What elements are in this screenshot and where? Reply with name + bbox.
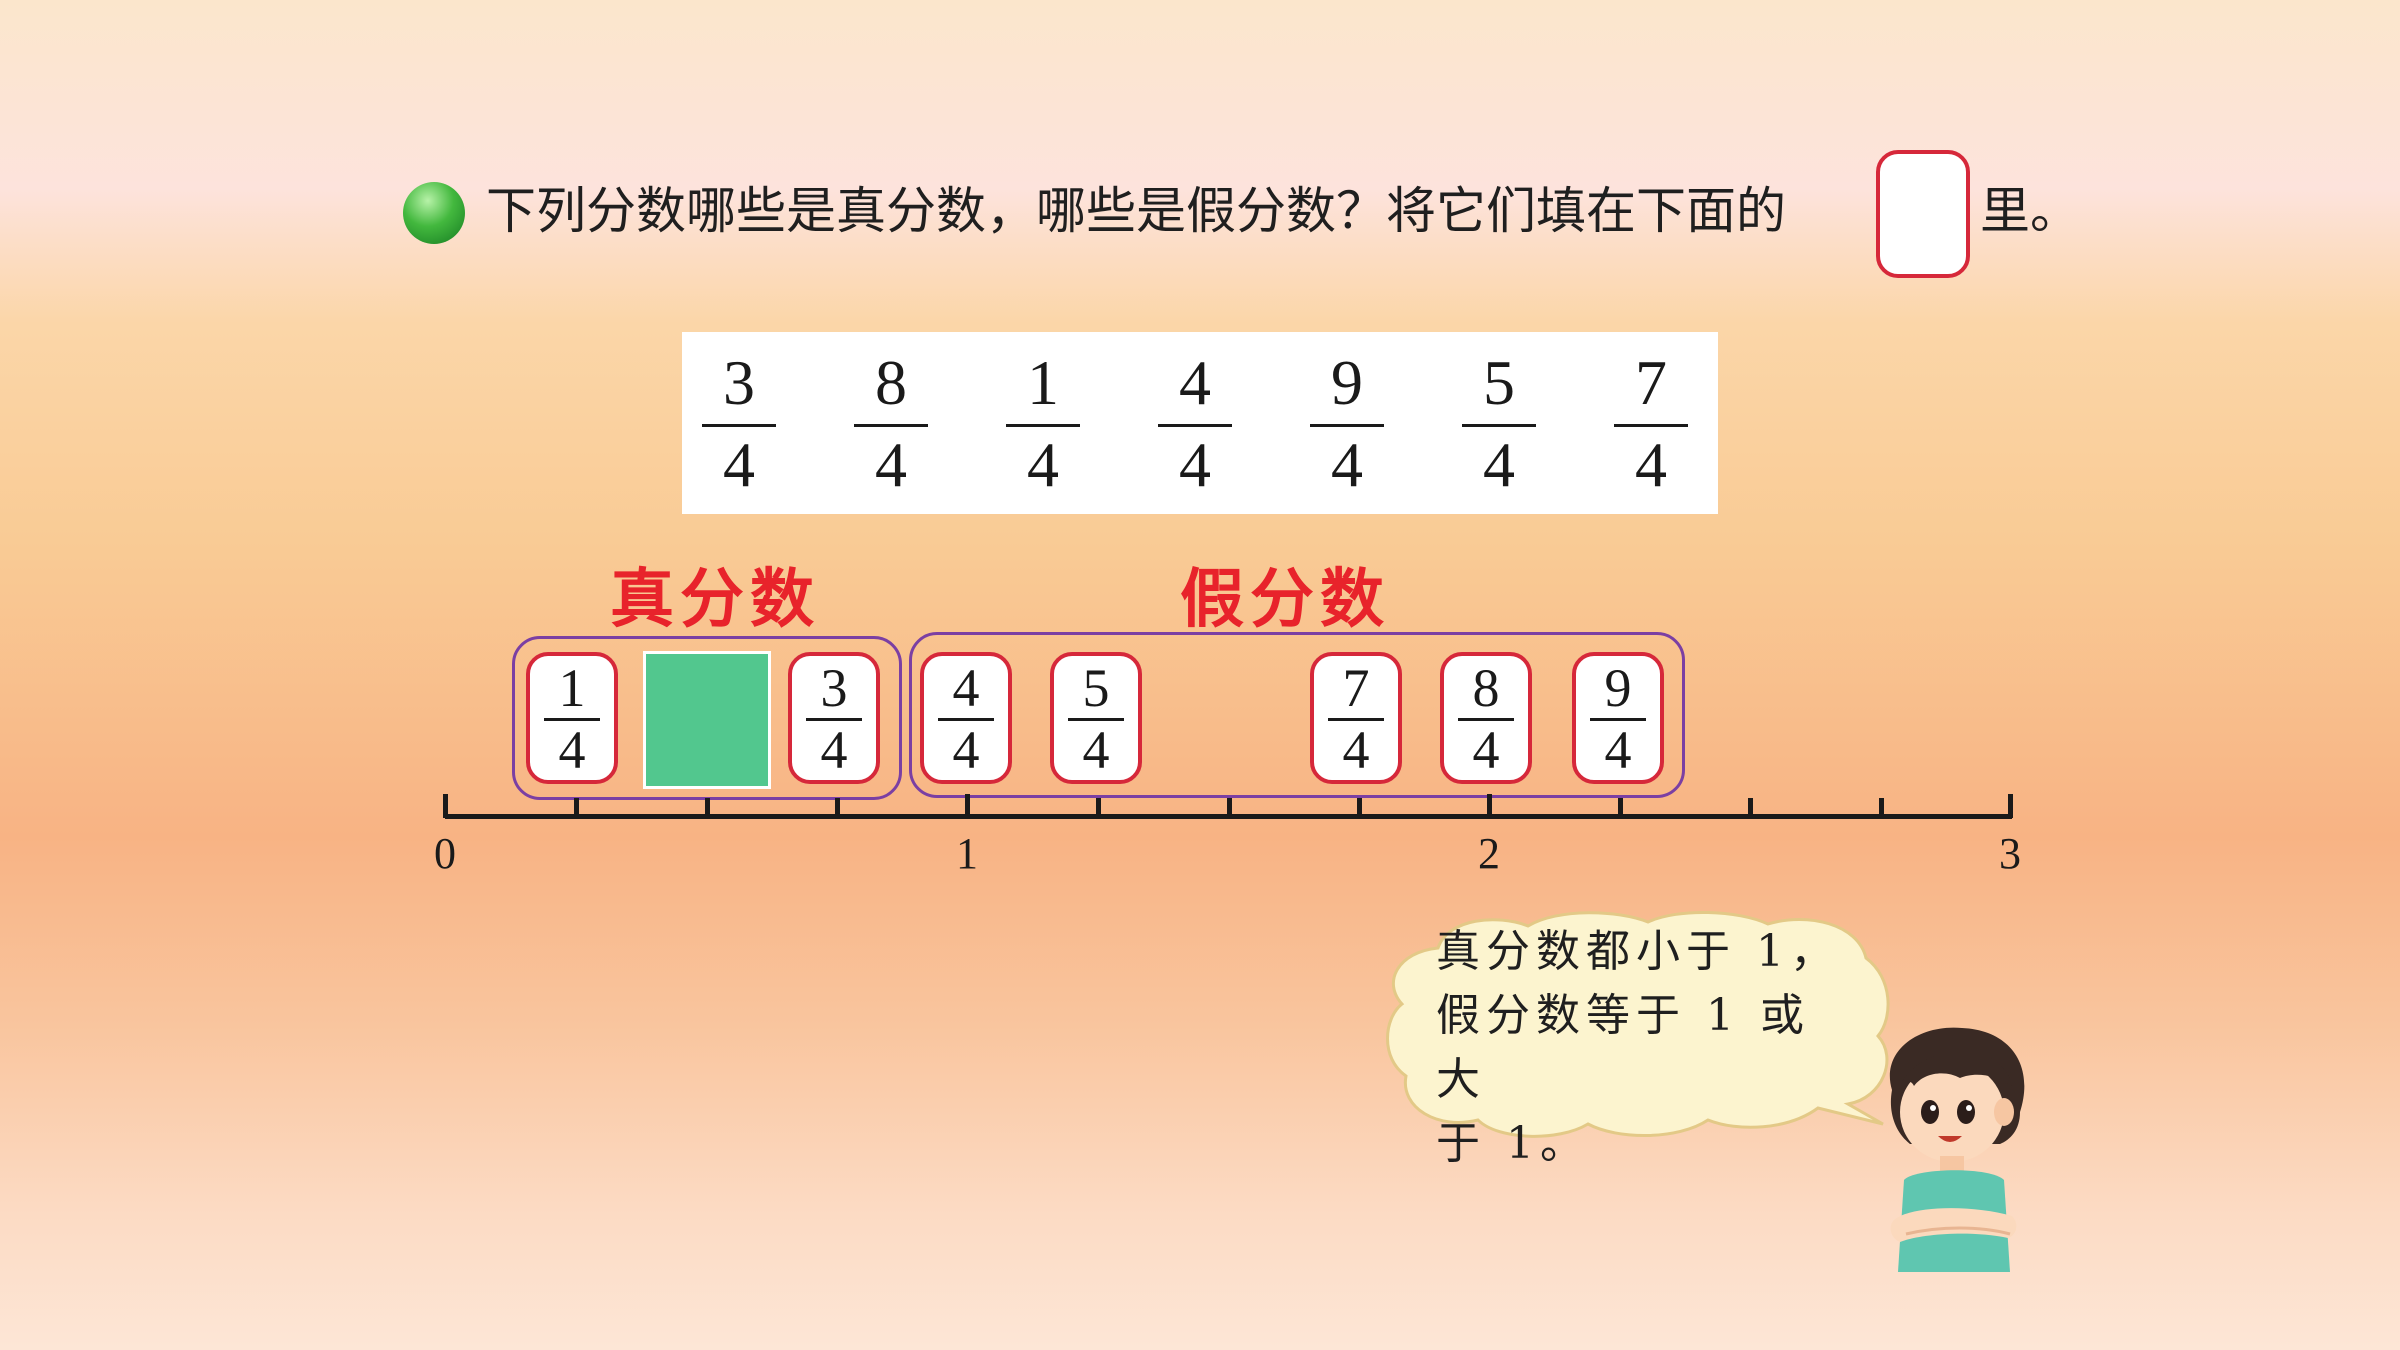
question-end-text: 里。 xyxy=(1980,182,2080,240)
number-line-tick xyxy=(1748,798,1753,818)
question-text: 下列分数哪些是真分数，哪些是假分数？将它们填在下面的 xyxy=(486,182,1786,240)
denominator: 4 xyxy=(875,429,907,500)
speech-line: 于 1。 xyxy=(1436,1118,1590,1169)
fraction-item: 5 4 xyxy=(1462,347,1536,500)
denominator: 4 xyxy=(1179,429,1211,500)
fraction-item: 9 4 xyxy=(1310,347,1384,500)
fraction-item: 1 4 xyxy=(1006,347,1080,500)
number-line-label: 3 xyxy=(1999,829,2021,878)
fraction-bar xyxy=(702,424,776,427)
denominator: 4 xyxy=(1472,720,1500,780)
fraction-card[interactable]: 8 4 xyxy=(1440,652,1532,784)
number-line-tick xyxy=(1879,798,1884,818)
proper-fraction-label: 真分数 xyxy=(610,562,820,637)
fraction-bar xyxy=(806,718,862,721)
numerator: 3 xyxy=(723,347,755,418)
fraction-panel: 3 4 8 4 1 4 4 4 9 4 5 4 7 4 xyxy=(682,332,1718,514)
fraction-card[interactable]: 3 4 xyxy=(788,652,880,784)
number-line-tick xyxy=(1096,798,1101,818)
numerator: 8 xyxy=(875,347,907,418)
number-line-tick xyxy=(835,798,840,818)
numerator: 8 xyxy=(1472,658,1500,718)
number-line-label: 0 xyxy=(434,829,456,878)
fraction-bar xyxy=(1328,718,1384,721)
fraction-card[interactable]: 7 4 xyxy=(1310,652,1402,784)
improper-fraction-label: 假分数 xyxy=(1180,562,1390,637)
fraction-bar xyxy=(544,718,600,721)
denominator: 4 xyxy=(1082,720,1110,780)
speech-line: 假分数等于 1 或大 xyxy=(1436,990,1810,1105)
denominator: 4 xyxy=(820,720,848,780)
speech-bubble-icon xyxy=(1386,911,1890,1138)
fraction-bar xyxy=(1006,424,1080,427)
fraction-item: 4 4 xyxy=(1158,347,1232,500)
fraction-card[interactable]: 9 4 xyxy=(1572,652,1664,784)
number-line-tick xyxy=(574,798,579,818)
fraction-card[interactable]: 4 4 xyxy=(920,652,1012,784)
number-line-label: 2 xyxy=(1478,829,1500,878)
number-line-tick xyxy=(1357,798,1362,818)
numerator: 9 xyxy=(1604,658,1632,718)
denominator: 4 xyxy=(1483,429,1515,500)
denominator: 4 xyxy=(558,720,586,780)
blank-answer-box-icon xyxy=(1876,150,1970,278)
number-line-tick xyxy=(965,794,970,818)
fraction-item: 8 4 xyxy=(854,347,928,500)
fraction-card[interactable]: 1 4 xyxy=(526,652,618,784)
numerator: 7 xyxy=(1635,347,1667,418)
fraction-bar xyxy=(1158,424,1232,427)
denominator: 4 xyxy=(1604,720,1632,780)
number-line-label: 1 xyxy=(956,829,978,878)
fraction-bar xyxy=(1590,718,1646,721)
number-line-tick xyxy=(705,798,710,818)
numerator: 9 xyxy=(1331,347,1363,418)
fraction-bar xyxy=(1462,424,1536,427)
numerator: 5 xyxy=(1082,658,1110,718)
numerator: 4 xyxy=(1179,347,1211,418)
numerator: 4 xyxy=(952,658,980,718)
fraction-bar xyxy=(854,424,928,427)
denominator: 4 xyxy=(952,720,980,780)
numerator: 1 xyxy=(558,658,586,718)
number-line-tick xyxy=(1487,794,1492,818)
fraction-card[interactable]: 5 4 xyxy=(1050,652,1142,784)
fraction-bar xyxy=(1310,424,1384,427)
speech-text: 真分数都小于 1， 假分数等于 1 或大 于 1。 xyxy=(1436,920,1856,1176)
denominator: 4 xyxy=(1331,429,1363,500)
denominator: 4 xyxy=(1027,429,1059,500)
empty-drop-slot[interactable] xyxy=(643,651,771,789)
fraction-item: 7 4 xyxy=(1614,347,1688,500)
improper-fraction-group xyxy=(909,632,1685,798)
fraction-item: 3 4 xyxy=(702,347,776,500)
number-line-tick xyxy=(1618,798,1623,818)
denominator: 4 xyxy=(1635,429,1667,500)
denominator: 4 xyxy=(723,429,755,500)
numerator: 3 xyxy=(820,658,848,718)
numerator: 1 xyxy=(1027,347,1059,418)
fraction-bar xyxy=(1458,718,1514,721)
fraction-bar xyxy=(1068,718,1124,721)
speech-line: 真分数都小于 1， xyxy=(1436,926,1840,977)
fraction-bar xyxy=(938,718,994,721)
numerator: 7 xyxy=(1342,658,1370,718)
fraction-bar xyxy=(1614,424,1688,427)
green-bullet-icon xyxy=(403,182,465,244)
numerator: 5 xyxy=(1483,347,1515,418)
number-line-tick xyxy=(1227,798,1232,818)
number-line-tick xyxy=(443,794,448,818)
boy-character-icon xyxy=(1889,1027,2025,1272)
number-line-tick xyxy=(2008,794,2013,818)
denominator: 4 xyxy=(1342,720,1370,780)
